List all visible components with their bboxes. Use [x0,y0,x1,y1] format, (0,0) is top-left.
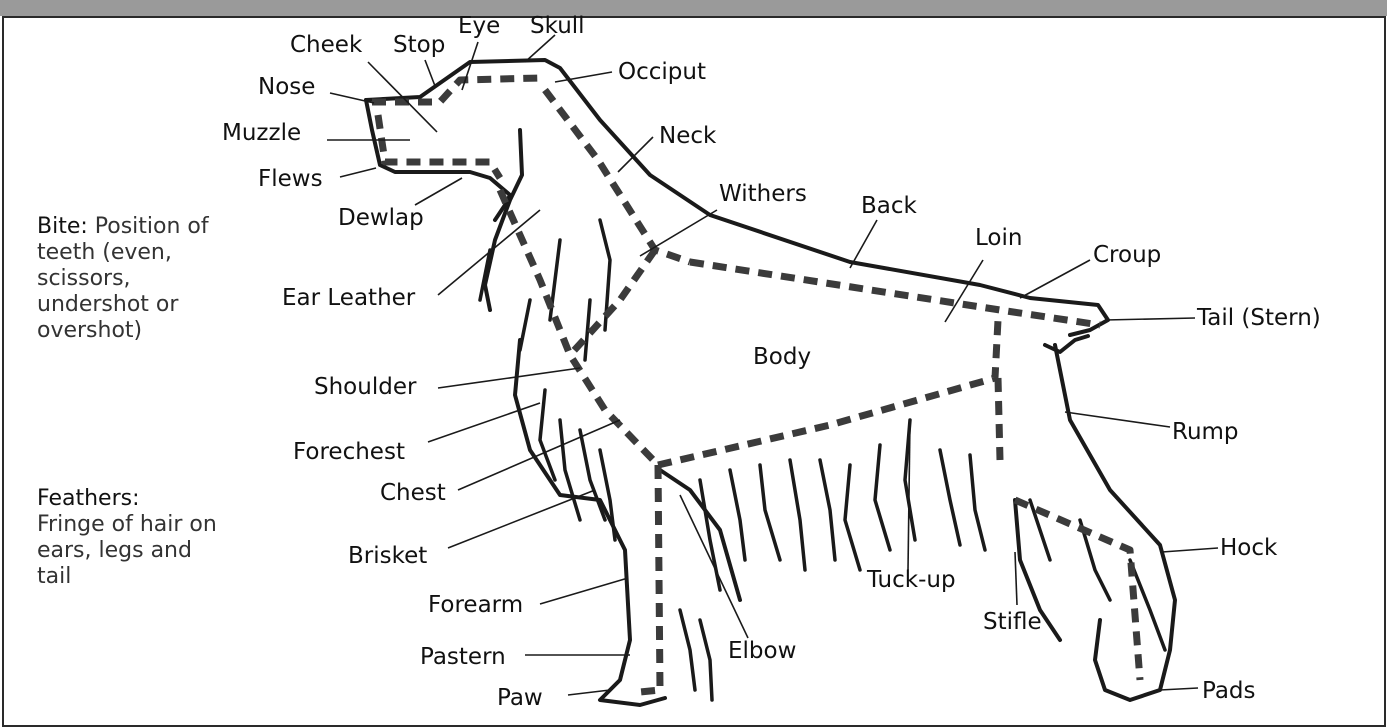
label-cheek: Cheek [290,32,363,58]
bite-term: Bite: [37,214,88,239]
feathers-definition: Fringe of hair on ears, legs and tail [37,512,217,589]
label-pads: Pads [1202,678,1256,704]
label-dewlap: Dewlap [338,205,424,231]
label-loin: Loin [975,225,1022,251]
label-pastern: Pastern [420,644,506,670]
bite-note: Bite: Position of teeth (even, scissors,… [37,214,247,344]
label-eye: Eye [458,13,500,39]
label-flews: Flews [258,166,323,192]
label-hock: Hock [1220,535,1278,561]
label-rump: Rump [1172,419,1239,445]
fur-strokes [480,220,1165,700]
label-stifle: Stifle [983,609,1042,635]
label-tuckup: Tuck-up [866,567,956,593]
feathers-note: Feathers: Fringe of hair on ears, legs a… [37,486,227,590]
label-nose: Nose [258,74,315,100]
label-occiput: Occiput [618,59,706,85]
label-back: Back [861,193,918,219]
part-labels: Cheek Stop Eye Skull Occiput Nose Muzzle… [222,13,1321,711]
label-forearm: Forearm [428,592,523,618]
label-paw: Paw [497,685,543,711]
label-withers: Withers [719,181,807,207]
label-neck: Neck [659,123,717,149]
label-stop: Stop [393,32,445,58]
label-body: Body [753,344,811,370]
label-croup: Croup [1093,242,1161,268]
label-elbow: Elbow [728,638,796,664]
label-shoulder: Shoulder [314,374,417,400]
label-brisket: Brisket [348,543,427,569]
label-ear-leather: Ear Leather [282,285,416,311]
label-forechest: Forechest [293,439,405,465]
label-tail: Tail (Stern) [1196,305,1321,331]
label-chest: Chest [380,480,446,506]
label-muzzle: Muzzle [222,120,301,146]
label-skull: Skull [530,13,585,39]
feathers-term: Feathers: [37,486,140,511]
